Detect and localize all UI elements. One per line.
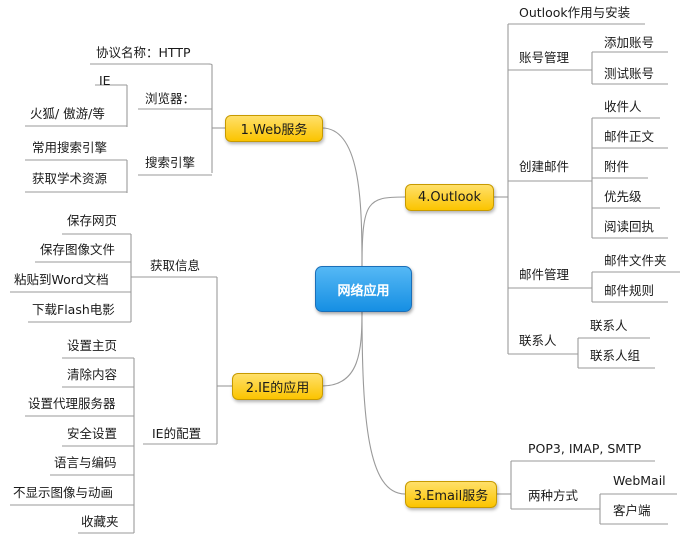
ie-config-item: 设置主页 bbox=[67, 338, 118, 353]
ie-get-info-item: 保存图像文件 bbox=[40, 242, 116, 257]
central-topic[interactable]: 网络应用 bbox=[315, 266, 412, 312]
web-browser-item-firefox: 火狐/ 傲游/等 bbox=[30, 106, 105, 121]
outlook-account-item: 添加账号 bbox=[604, 35, 655, 50]
topic-ie-application[interactable]: 2.IE的应用 bbox=[232, 373, 323, 400]
outlook-create-mail-item: 优先级 bbox=[604, 189, 642, 204]
outlook-create-mail-item: 阅读回执 bbox=[604, 219, 655, 234]
outlook-contacts-item: 联系人 bbox=[590, 318, 628, 333]
email-way-client: 客户端 bbox=[613, 503, 651, 518]
topic-web-service[interactable]: 1.Web服务 bbox=[225, 115, 323, 142]
web-search-item-academic: 获取学术资源 bbox=[32, 171, 108, 186]
ie-config-label: IE的配置 bbox=[152, 426, 202, 441]
email-protocols: POP3, IMAP, SMTP bbox=[528, 441, 642, 456]
web-browser-item-ie: IE bbox=[99, 73, 111, 88]
outlook-create-mail-item: 附件 bbox=[604, 159, 630, 174]
outlook-install: Outlook作用与安装 bbox=[519, 5, 631, 20]
outlook-create-mail-label: 创建邮件 bbox=[519, 159, 570, 174]
connector-ie bbox=[321, 309, 363, 387]
connector-email bbox=[361, 309, 406, 495]
connector-outlook bbox=[361, 196, 406, 267]
ie-get-info-item: 保存网页 bbox=[67, 213, 118, 228]
outlook-mail-manage-item: 邮件规则 bbox=[604, 283, 655, 298]
ie-config-item: 不显示图像与动画 bbox=[13, 485, 114, 500]
ie-config-item: 清除内容 bbox=[67, 367, 118, 382]
outlook-account-label: 账号管理 bbox=[519, 50, 570, 65]
ie-config-item: 设置代理服务器 bbox=[28, 396, 116, 411]
outlook-contacts-item: 联系人组 bbox=[590, 348, 641, 363]
ie-get-info-item: 下载Flash电影 bbox=[32, 302, 115, 317]
web-protocol-label: 协议名称：HTTP bbox=[96, 45, 191, 60]
outlook-contacts-label: 联系人 bbox=[519, 333, 557, 348]
ie-get-info-label: 获取信息 bbox=[150, 258, 201, 273]
outlook-create-mail-item: 收件人 bbox=[604, 99, 642, 114]
ie-config-item: 语言与编码 bbox=[54, 455, 117, 470]
web-search-item-common: 常用搜索引擎 bbox=[32, 140, 108, 155]
ie-config-item: 安全设置 bbox=[67, 426, 118, 441]
topic-email-service[interactable]: 3.Email服务 bbox=[405, 481, 497, 508]
email-ways-label: 两种方式 bbox=[528, 488, 579, 503]
outlook-mail-manage-item: 邮件文件夹 bbox=[604, 253, 667, 268]
connector-web bbox=[321, 127, 363, 267]
ie-config-item: 收藏夹 bbox=[81, 514, 119, 529]
outlook-mail-manage-label: 邮件管理 bbox=[519, 267, 570, 282]
outlook-account-item: 测试账号 bbox=[604, 66, 655, 81]
ie-get-info-item: 粘贴到Word文档 bbox=[14, 272, 109, 287]
outlook-create-mail-item: 邮件正文 bbox=[604, 129, 655, 144]
web-search-label: 搜索引擎 bbox=[145, 155, 196, 170]
email-way-webmail: WebMail bbox=[613, 473, 666, 488]
topic-outlook[interactable]: 4.Outlook bbox=[405, 184, 494, 211]
web-browser-label: 浏览器： bbox=[145, 91, 196, 106]
